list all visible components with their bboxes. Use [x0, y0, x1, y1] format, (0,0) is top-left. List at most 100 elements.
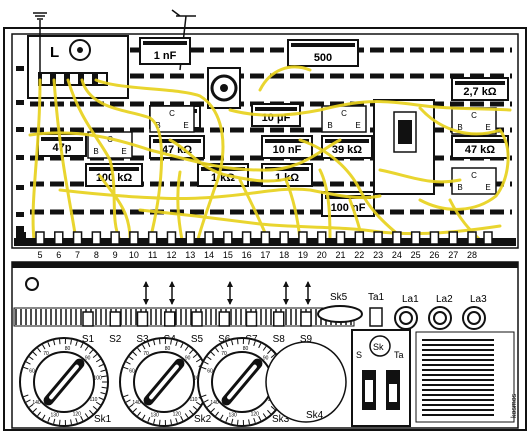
svg-text:140: 140 [32, 400, 41, 406]
svg-text:B: B [457, 183, 462, 192]
terminal-27 [449, 232, 457, 244]
svg-text:70: 70 [43, 351, 49, 357]
socket-label-sk1: Sk1 [94, 414, 112, 425]
svg-text:B: B [327, 121, 332, 130]
component-cap-10nf-label: 10 nF [273, 144, 302, 156]
terminal-number-17: 17 [260, 250, 270, 260]
trimmer-potentiometer [208, 68, 240, 108]
lamp-label-la3: La3 [470, 294, 487, 305]
terminal-6 [55, 232, 63, 244]
switch-socket-block: Sk S Ta [352, 330, 410, 426]
terminal-number-23: 23 [373, 250, 383, 260]
terminal-number-28: 28 [467, 250, 477, 260]
svg-text:E: E [183, 121, 188, 130]
svg-text:60: 60 [207, 368, 213, 374]
terminal-8 [92, 232, 100, 244]
svg-text:70: 70 [221, 351, 227, 357]
svg-text:90: 90 [185, 356, 191, 362]
socket-sk4[interactable]: Sk4 [266, 342, 346, 422]
terminal-number-8: 8 [94, 250, 99, 260]
terminal-13 [186, 232, 194, 244]
socket-label-sk4: Sk4 [306, 410, 324, 421]
terminal-12 [167, 232, 175, 244]
terminal-number-24: 24 [392, 250, 402, 260]
svg-text:70: 70 [143, 351, 149, 357]
lamp-label-la1: La1 [402, 294, 419, 305]
terminal-26 [430, 232, 438, 244]
terminal-number-20: 20 [317, 250, 327, 260]
terminal-number-10: 10 [129, 250, 139, 260]
svg-text:130: 130 [228, 413, 237, 419]
transistor-pins-3: CB E [322, 106, 366, 132]
terminal-15 [224, 232, 232, 244]
terminal-17 [261, 232, 269, 244]
coil-label: L [50, 44, 59, 61]
coil-module: L [28, 36, 128, 98]
svg-text:110: 110 [189, 397, 197, 403]
svg-text:140: 140 [210, 400, 219, 406]
button-ta1[interactable]: Ta1 [368, 292, 385, 326]
terminal-21 [337, 232, 345, 244]
switch-label-s8: S8 [273, 334, 286, 345]
component-res-47k-b-label: 47 kΩ [465, 144, 495, 156]
socket-label-sk2: Sk2 [194, 414, 212, 425]
svg-text:E: E [355, 121, 360, 130]
svg-text:120: 120 [73, 412, 82, 418]
svg-text:C: C [471, 171, 477, 180]
svg-text:80: 80 [65, 346, 71, 352]
terminal-number-21: 21 [336, 250, 346, 260]
terminal-9 [111, 232, 119, 244]
terminal-23 [374, 232, 382, 244]
terminal-number-26: 26 [429, 250, 439, 260]
terminal-number-27: 27 [448, 250, 458, 260]
svg-text:E: E [485, 123, 490, 132]
svg-text:90: 90 [263, 356, 269, 362]
component-cap-100nf-label: 100 nF [331, 202, 366, 214]
svg-text:80: 80 [165, 346, 171, 352]
terminal-number-25: 25 [411, 250, 421, 260]
terminal-7 [74, 232, 82, 244]
terminal-number-18: 18 [279, 250, 289, 260]
terminal-18 [280, 232, 288, 244]
block-button-label: Ta [394, 350, 404, 360]
svg-text:C: C [341, 109, 347, 118]
svg-text:E: E [121, 147, 126, 156]
svg-text:130: 130 [150, 413, 159, 419]
svg-text:60: 60 [29, 368, 35, 374]
switch-label-s2: S2 [109, 334, 122, 345]
terminal-number-7: 7 [75, 250, 80, 260]
svg-text:100: 100 [93, 375, 102, 381]
component-res-47k-b: 47 kΩ [452, 136, 508, 158]
svg-text:E: E [485, 183, 490, 192]
terminal-5 [36, 232, 44, 244]
svg-text:140: 140 [132, 400, 141, 406]
terminal-number-12: 12 [166, 250, 176, 260]
terminal-number-16: 16 [242, 250, 252, 260]
component-cap-1nf: 1 nF [140, 38, 190, 64]
terminal-10 [130, 232, 138, 244]
component-res-2-7k: 2,7 kΩ [452, 78, 508, 100]
component-res-47k-a: 47 kΩ [150, 136, 204, 158]
terminal-number-5: 5 [37, 250, 42, 260]
terminal-28 [468, 232, 476, 244]
component-cap-10nf: 10 nF [262, 136, 312, 158]
terminal-number-13: 13 [185, 250, 195, 260]
component-cap-500pf: 500 [288, 40, 358, 66]
terminal-number-11: 11 [148, 250, 157, 260]
terminal-11 [149, 232, 157, 244]
button-label-ta1: Ta1 [368, 292, 385, 303]
terminal-22 [355, 232, 363, 244]
panel-screw [26, 278, 38, 290]
svg-text:C: C [471, 111, 477, 120]
terminal-number-6: 6 [56, 250, 61, 260]
switch-label-s5: S5 [191, 334, 204, 345]
svg-text:120: 120 [173, 412, 182, 418]
svg-text:90: 90 [85, 356, 91, 362]
component-res-39k-label: 39 kΩ [332, 144, 362, 156]
terminal-24 [393, 232, 401, 244]
terminal-number-14: 14 [204, 250, 214, 260]
svg-text:120: 120 [251, 412, 260, 418]
terminal-16 [243, 232, 251, 244]
terminal-number-15: 15 [223, 250, 233, 260]
